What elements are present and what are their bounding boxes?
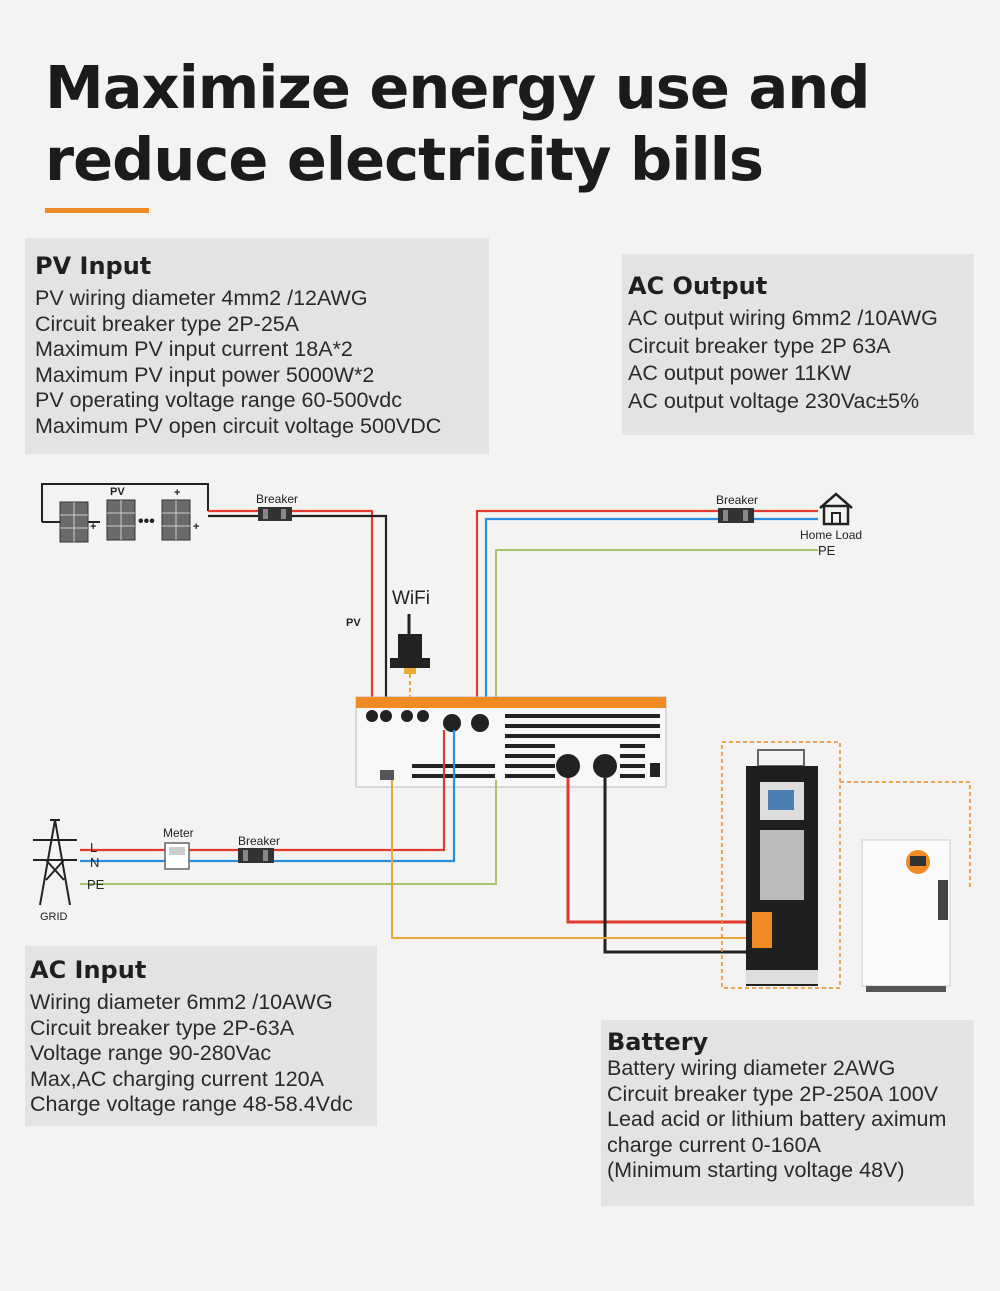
ac-input-line: Wiring diameter 6mm2 /10AWG <box>30 990 333 1014</box>
plus-label: + <box>193 521 200 533</box>
solar-panel-icon <box>106 499 136 541</box>
wifi-label: WiFi <box>392 588 430 609</box>
pv-input-line: PV wiring diameter 4mm2 /12AWG <box>35 286 368 310</box>
ac-output-heading: AC Output <box>628 272 768 300</box>
ac-output-line: AC output wiring 6mm2 /10AWG <box>628 306 938 330</box>
ac-output-line: AC output power 11KW <box>628 361 852 385</box>
pv-input-line: PV operating voltage range 60-500vdc <box>35 388 402 413</box>
ac-output-line: AC output voltage 230Vac±5% <box>628 388 920 413</box>
output-pe-label: PE <box>818 543 836 558</box>
ac-output-line: Circuit breaker type 2P 63A <box>628 333 891 358</box>
ac-input-wire-l <box>80 730 446 852</box>
battery-line: Lead acid or lithium battery aximum <box>607 1107 947 1132</box>
ac-input-wire-pe <box>80 780 497 885</box>
line-n-label: N <box>90 855 100 870</box>
battery-line: Circuit breaker type 2P-250A 100V <box>607 1081 939 1106</box>
title-line-1: Maximize energy use and <box>45 53 871 122</box>
pv-input-heading: PV Input <box>35 252 152 280</box>
pv-input-line: Maximum PV open circuit voltage 500VDC <box>35 413 442 438</box>
solar-panel-icon <box>161 499 191 541</box>
ac-output-wire-n <box>484 517 818 712</box>
meter-icon <box>164 842 190 870</box>
battery-line: charge current 0-160A <box>607 1132 821 1157</box>
battery-rack-outline <box>721 741 841 989</box>
svg-text:•••: ••• <box>138 513 155 530</box>
ac-input-line: Voltage range 90-280Vac <box>30 1041 272 1066</box>
battery-line: (Minimum starting voltage 48V) <box>607 1158 905 1183</box>
pv-input-line: Circuit breaker type 2P-25A <box>35 311 300 336</box>
ac-input-wire-n <box>80 730 456 863</box>
pv-input-line: Maximum PV input current 18A*2 <box>35 337 353 362</box>
grid-breaker-label: Breaker <box>238 834 281 848</box>
inverter-unit <box>355 696 667 788</box>
ac-input-line: Circuit breaker type 2P-63A <box>30 1015 295 1040</box>
meter-label: Meter <box>163 826 194 840</box>
pv-input-line: Maximum PV input power 5000W*2 <box>35 362 375 387</box>
pv-string: ••• <box>41 483 209 543</box>
battery-wire-negative <box>603 778 760 954</box>
pv-wire-positive <box>208 509 374 710</box>
plus-label: + <box>174 487 181 499</box>
output-breaker-label: Breaker <box>716 493 759 507</box>
ac-output-panel: AC Output AC output wiring 6mm2 /10AWG C… <box>622 254 974 435</box>
solar-panel-icon <box>59 501 89 543</box>
battery-wire-positive <box>566 778 760 924</box>
battery-link-outline <box>840 781 971 890</box>
pv-breaker-label: Breaker <box>256 492 299 506</box>
plus-label: + <box>90 521 97 533</box>
page-title: Maximize energy use and reduce electrici… <box>45 52 945 196</box>
battery-panel: Battery Battery wiring diameter 2AWG Cir… <box>601 1020 974 1206</box>
pv-input-panel: PV Input PV wiring diameter 4mm2 /12AWG … <box>25 238 489 454</box>
pv-array-label: PV <box>110 486 125 498</box>
ac-input-panel: AC Input Wiring diameter 6mm2 /10AWG Cir… <box>25 946 377 1126</box>
wall-battery-icon <box>861 839 951 992</box>
battery-comm-wire <box>391 780 760 939</box>
line-l-label: L <box>90 840 98 855</box>
breaker-icon <box>238 848 274 863</box>
battery-cabinet-icon <box>746 749 818 986</box>
ac-input-line: Charge voltage range 48-58.4Vdc <box>30 1092 353 1117</box>
wifi-dongle-icon <box>390 614 430 712</box>
ac-input-line: Max,AC charging current 120A <box>30 1066 324 1091</box>
pv-wire-negative <box>208 514 388 710</box>
title-accent-bar <box>45 208 149 213</box>
pv-wire-label: PV <box>346 617 361 629</box>
grid-label: GRID <box>40 911 68 923</box>
breaker-icon <box>258 507 292 521</box>
home-load-label: Home Load <box>800 528 863 542</box>
title-line-2: reduce electricity bills <box>45 125 764 194</box>
battery-line: Battery wiring diameter 2AWG <box>607 1056 896 1080</box>
ac-input-heading: AC Input <box>30 956 147 984</box>
breaker-icon <box>718 508 754 523</box>
grid-pe-label: PE <box>87 877 105 892</box>
ac-output-wire-l <box>475 509 818 712</box>
grid-tower-icon <box>33 819 77 906</box>
battery-heading: Battery <box>607 1028 709 1056</box>
ac-output-wire-pe <box>495 549 818 712</box>
home-icon <box>819 492 853 526</box>
